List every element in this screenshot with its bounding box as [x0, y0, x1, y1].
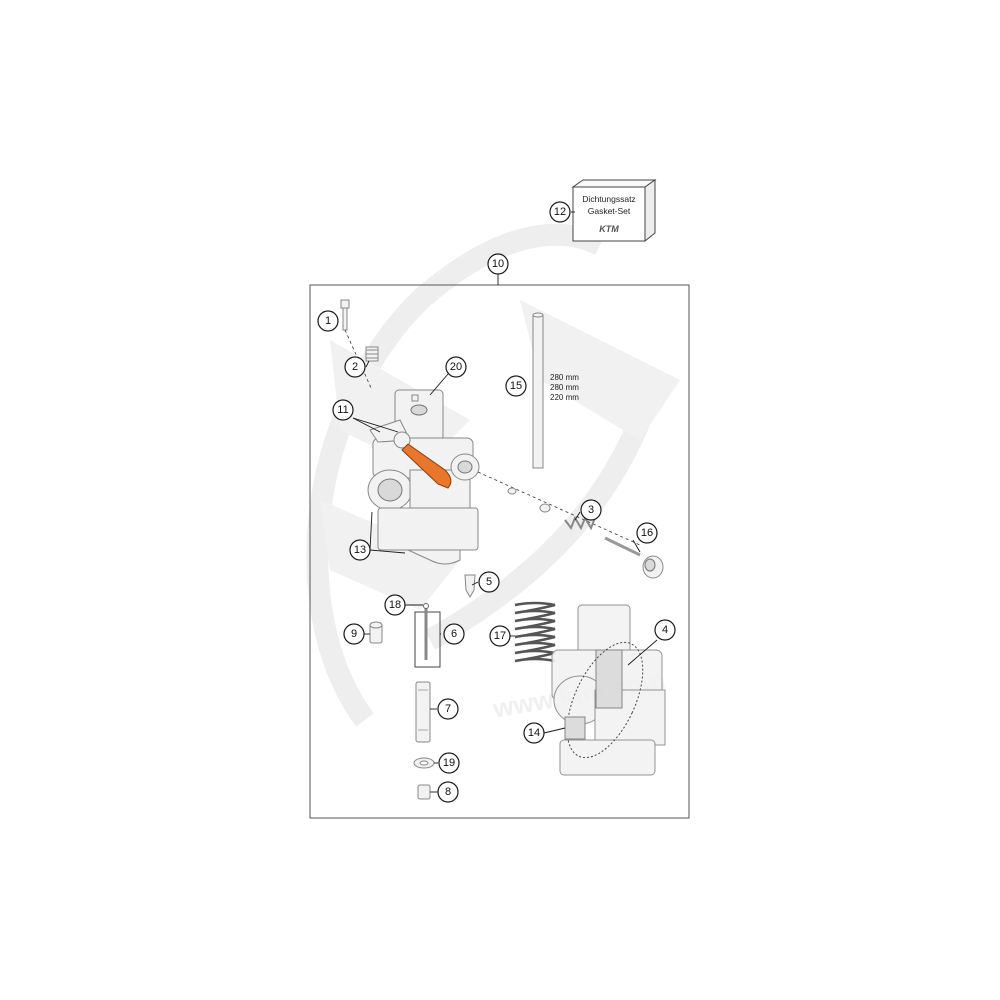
- parts-frame: [309, 284, 690, 819]
- small-spring-part: [365, 346, 379, 362]
- washer-part: [539, 503, 551, 513]
- callout-4: 4: [654, 619, 676, 641]
- svg-text:9: 9: [351, 628, 357, 640]
- svg-text:13: 13: [354, 544, 366, 556]
- screw-part: [340, 299, 350, 331]
- callout-17: 17: [489, 625, 511, 647]
- callout-6: 6: [443, 623, 465, 645]
- callout-14: 14: [523, 722, 545, 744]
- tube-length-2: 280 mm: [550, 383, 579, 392]
- svg-text:8: 8: [445, 786, 451, 798]
- gasket-set-box: Dichtungssatz Gasket-Set KTM: [571, 179, 657, 243]
- svg-text:10: 10: [492, 258, 504, 270]
- svg-text:19: 19: [443, 757, 455, 769]
- callout-20: 20: [445, 356, 467, 378]
- jet-needle-part: [414, 603, 441, 668]
- tube-length-1: 280 mm: [550, 373, 579, 382]
- main-jet-part: [417, 784, 431, 800]
- idle-screw-part: [604, 536, 664, 579]
- svg-text:3: 3: [588, 504, 594, 516]
- carburetor-body: [367, 389, 480, 565]
- svg-text:2: 2: [352, 361, 358, 373]
- svg-text:4: 4: [662, 624, 668, 636]
- svg-text:5: 5: [486, 576, 492, 588]
- svg-text:6: 6: [451, 628, 457, 640]
- callout-15: 15: [505, 375, 527, 397]
- vent-tube-part: 280 mm 280 mm 220 mm: [532, 312, 579, 469]
- choke-lever-part: [369, 419, 452, 489]
- callout-13: 13: [349, 539, 371, 561]
- svg-text:17: 17: [494, 630, 506, 642]
- callout-11: 11: [332, 399, 354, 421]
- svg-text:20: 20: [450, 361, 462, 373]
- gasket-box-title-de: Dichtungssatz: [582, 194, 635, 204]
- callout-5: 5: [478, 571, 500, 593]
- callout-12: 12: [549, 201, 571, 223]
- ghost-carburetor: [551, 604, 666, 776]
- svg-text:16: 16: [641, 527, 653, 539]
- callout-1: 1: [317, 310, 339, 332]
- svg-text:18: 18: [389, 599, 401, 611]
- callout-19: 19: [438, 752, 460, 774]
- needle-jet-part: [415, 681, 431, 743]
- svg-text:14: 14: [528, 727, 540, 739]
- jet-holder-part: [369, 621, 383, 644]
- svg-text:1: 1: [325, 315, 331, 327]
- svg-text:11: 11: [337, 404, 348, 416]
- svg-text:15: 15: [510, 380, 522, 392]
- ktm-logo: KTM: [599, 224, 619, 234]
- washer-part: [507, 487, 517, 495]
- leader-lines: [352, 211, 658, 793]
- callout-2: 2: [344, 356, 366, 378]
- svg-text:7: 7: [445, 703, 451, 715]
- idle-spring-part: [564, 515, 596, 531]
- washer-19-part: [413, 757, 435, 769]
- callout-18: 18: [384, 594, 406, 616]
- callout-7: 7: [437, 698, 459, 720]
- callout-16: 16: [636, 522, 658, 544]
- callout-9: 9: [343, 623, 365, 645]
- float-needle-part: [464, 574, 476, 599]
- tube-length-3: 220 mm: [550, 393, 579, 402]
- slide-spring-part: [514, 601, 556, 663]
- callout-8: 8: [437, 781, 459, 803]
- gasket-box-title-en: Gasket-Set: [588, 206, 631, 216]
- callout-10: 10: [487, 253, 509, 275]
- callout-3: 3: [580, 499, 602, 521]
- svg-text:12: 12: [554, 206, 566, 218]
